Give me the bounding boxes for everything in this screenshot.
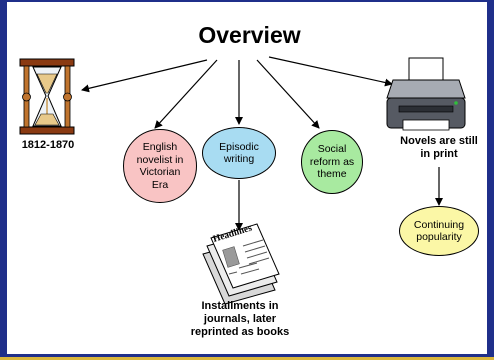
node-novelist-label: English novelist in Victorian Era [136,141,184,191]
arrow-to-novelist [154,59,218,129]
node-reform-label: Social reform as theme [309,143,355,181]
arrow-to-hourglass [81,59,208,93]
arrow-to-reform [256,59,320,129]
hourglass-caption: 1812-1870 [21,139,75,151]
newspaper-icon: Headlines [202,223,280,305]
node-popularity-label: Continuing popularity [413,218,465,244]
diagram-canvas: Headlines Overview 1812-1870 English nov… [7,2,487,354]
page-title: Overview [198,22,301,48]
arrow-to-printer [268,56,393,87]
node-popularity: Continuing popularity [399,206,479,256]
newspaper-caption: Installments in journals, later reprinte… [190,300,290,338]
node-reform: Social reform as theme [301,130,363,194]
connector-layer: Headlines [19,56,466,305]
hourglass-icon [19,58,75,135]
printer-icon [386,57,466,131]
printer-caption: Novels are still in print [400,135,478,160]
node-episodic: Episodic writing [202,127,276,179]
node-novelist: English novelist in Victorian Era [123,129,197,203]
node-episodic-label: Episodic writing [219,140,259,166]
